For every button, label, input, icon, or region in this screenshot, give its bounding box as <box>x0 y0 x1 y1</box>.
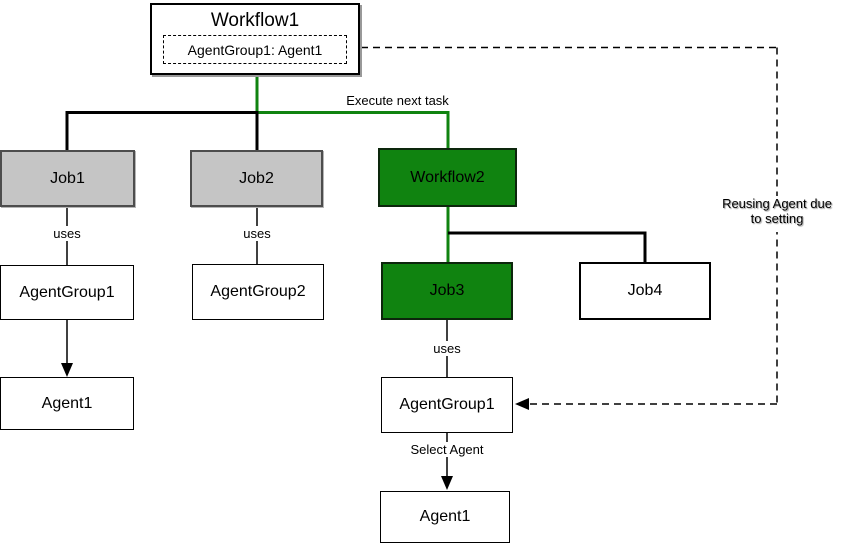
node-agentgroup2: AgentGroup2 <box>192 264 324 320</box>
node-agentgroup1-left: AgentGroup1 <box>0 265 134 320</box>
edge-label-uses-job2: uses <box>227 226 287 241</box>
node-job3: Job3 <box>381 262 513 320</box>
arrowheads <box>61 363 529 490</box>
job1-label: Job1 <box>50 169 85 187</box>
node-job4: Job4 <box>579 262 711 320</box>
node-workflow1: Workflow1 AgentGroup1: Agent1 <box>150 3 360 75</box>
job2-label: Job2 <box>239 169 274 187</box>
agentgroup2-label: AgentGroup2 <box>210 283 306 300</box>
workflow1-agentgroup-assignment: AgentGroup1: Agent1 <box>163 35 347 64</box>
node-job1: Job1 <box>0 150 135 207</box>
agent1-mid-label: Agent1 <box>419 508 471 525</box>
job3-label: Job3 <box>429 282 465 299</box>
thin-association-connectors <box>66 207 448 478</box>
arrowhead-down-agent1-mid <box>441 476 453 490</box>
edge-label-uses-job3: uses <box>417 341 477 356</box>
agentgroup1-mid-label: AgentGroup1 <box>399 396 495 413</box>
workflow1-title: Workflow1 <box>210 10 300 31</box>
edge-label-execute-next-task: Execute next task <box>346 93 449 108</box>
agentgroup1-left-label: AgentGroup1 <box>19 283 115 301</box>
edge-label-reusing-agent: Reusing Agent due to setting <box>716 196 838 232</box>
node-job2: Job2 <box>190 150 323 207</box>
node-workflow2: Workflow2 <box>378 148 517 207</box>
arrowhead-left-agentgroup1 <box>515 398 529 410</box>
node-agent1-mid: Agent1 <box>380 491 510 543</box>
node-agent1-left: Agent1 <box>0 377 134 430</box>
job4-label: Job4 <box>627 282 663 299</box>
black-tree-connectors <box>65 111 647 263</box>
edge-label-select-agent: Select Agent <box>400 442 494 457</box>
agent1-left-label: Agent1 <box>41 394 93 412</box>
edge-label-uses-job1: uses <box>37 226 97 241</box>
arrowhead-down-agent1-left <box>61 363 73 377</box>
node-agentgroup1-mid: AgentGroup1 <box>381 377 513 433</box>
workflow2-label: Workflow2 <box>410 168 485 186</box>
